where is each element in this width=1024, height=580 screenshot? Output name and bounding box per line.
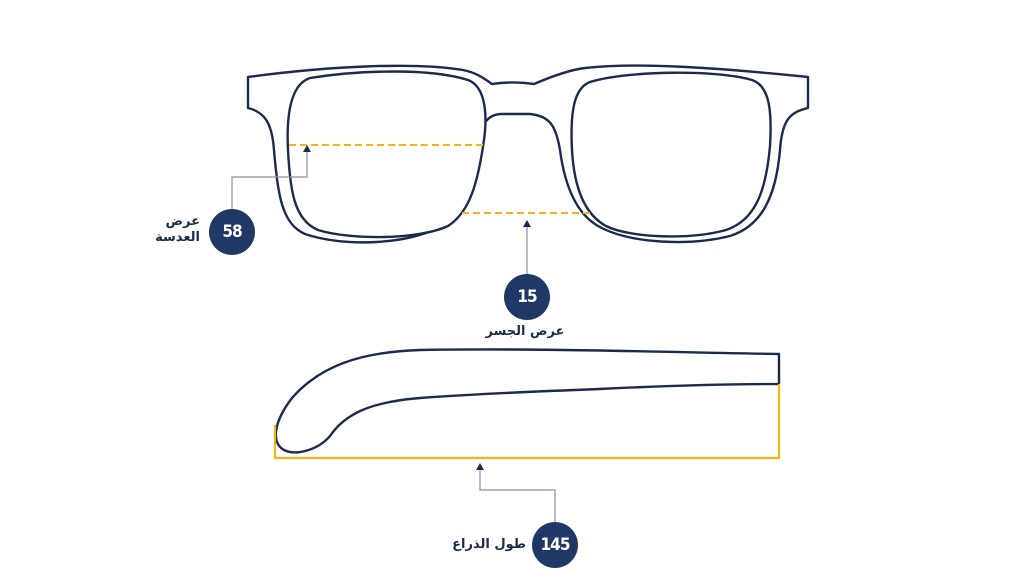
lens-width-label: عرض العدسة [140,214,200,246]
lens-width-label-line1: عرض [165,214,200,229]
temple-arm [274,348,781,454]
arm-length-guide [273,384,781,460]
lens-width-arrow [303,145,311,152]
arm-length-leader [479,470,556,522]
right-lens [570,71,772,238]
bridge-width-value: 15 [517,287,537,307]
lens-width-label-line2: العدسة [155,230,200,245]
glasses-front-view [246,64,810,244]
arm-length-value: 145 [540,535,571,555]
lens-width-leader [231,152,308,212]
arm-length-badge: 145 [532,522,578,568]
arm-length-label: طول الذراع [452,537,526,552]
bridge-width-badge: 15 [504,274,550,320]
lens-width-badge: 58 [209,209,255,255]
left-lens [286,70,487,239]
bridge-width-label: عرض الجسر [485,324,565,339]
arm-length-arrow [476,463,484,470]
lens-width-value: 58 [222,222,242,242]
bridge-width-arrow [523,220,531,227]
